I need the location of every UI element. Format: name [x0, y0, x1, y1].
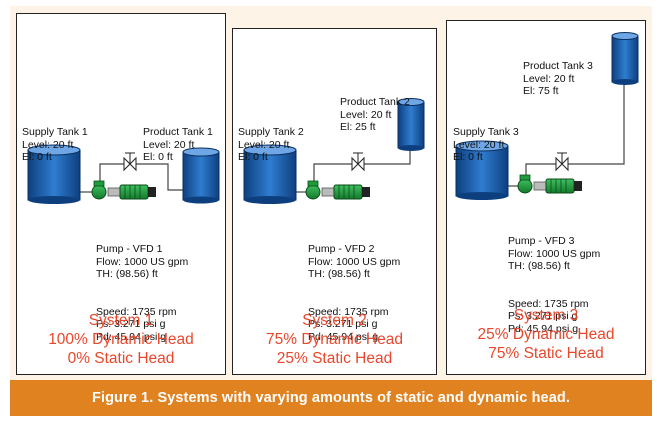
valve-3-icon: [555, 152, 569, 172]
product-tank-2-icon: [397, 98, 425, 151]
supply-tank-2-icon: [243, 144, 297, 204]
valve-2-icon: [351, 152, 365, 172]
figure-caption: Figure 1. Systems with varying amounts o…: [10, 380, 652, 416]
product-tank-3-icon: [611, 32, 639, 85]
system-1-pipes: [80, 163, 183, 193]
supply-tank-1-icon: [27, 144, 81, 204]
system-3-pipes: [508, 84, 625, 187]
pump-2-icon: [305, 180, 370, 200]
pump-1-icon: [91, 180, 156, 200]
supply-tank-3-icon: [455, 140, 509, 200]
product-tank-1-icon: [182, 147, 220, 204]
pump-3-icon: [517, 174, 582, 194]
valve-1-icon: [123, 152, 137, 172]
